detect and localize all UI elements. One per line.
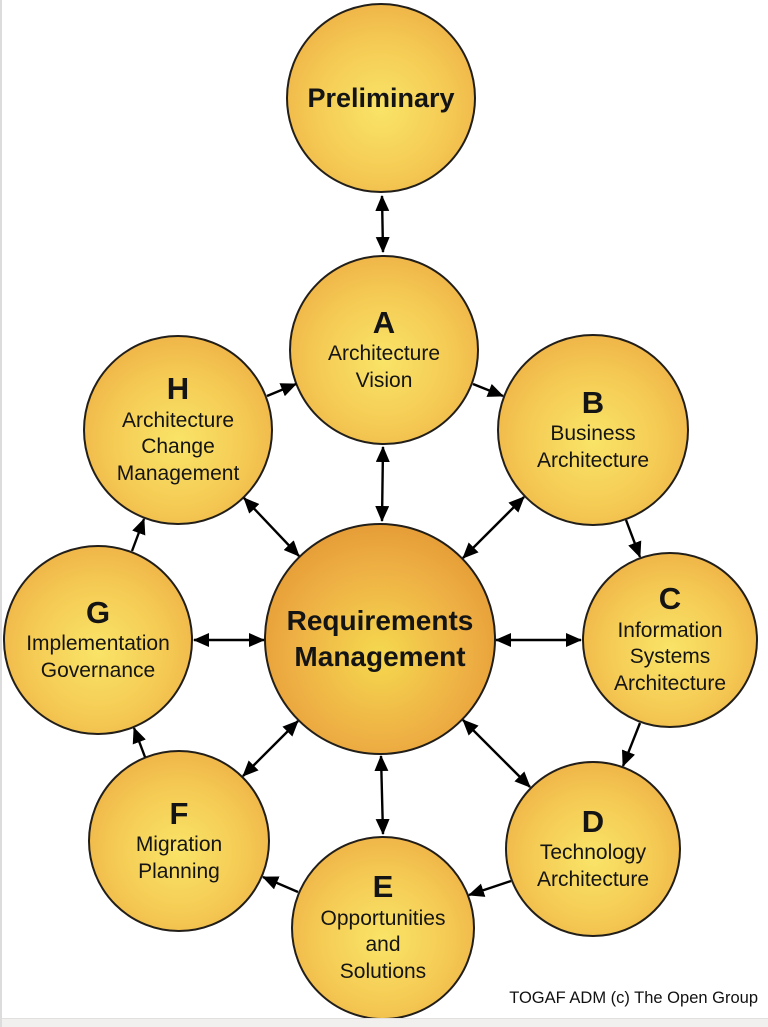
phase-name-d: Technology Architecture bbox=[536, 841, 650, 891]
phase-circle-c: C Information Systems Architecture bbox=[582, 552, 758, 728]
arrow-a-to-b bbox=[472, 382, 504, 398]
arrow-b-to-c bbox=[624, 519, 642, 558]
arrow-e-to-f bbox=[262, 875, 299, 894]
arrow-f-to-g bbox=[132, 727, 147, 758]
phase-name-c: Information Systems Architecture bbox=[613, 618, 727, 696]
phase-circle-d: D Technology Architecture bbox=[505, 761, 681, 937]
phase-letter-a: A bbox=[372, 304, 396, 340]
copyright-caption: TOGAF ADM (c) The Open Group bbox=[509, 989, 758, 1007]
arrow-hub-d bbox=[462, 719, 531, 788]
phase-label-requirements-management: Requirements Management bbox=[286, 604, 474, 672]
phase-name-f: Migration Planning bbox=[135, 833, 223, 883]
arrow-hub-f bbox=[242, 720, 299, 777]
arrow-hub-e bbox=[374, 755, 390, 835]
phase-circle-a: A Architecture Vision bbox=[289, 255, 479, 445]
phase-circle-e: E Opportunities and Solutions bbox=[291, 836, 475, 1020]
phase-circle-h: H Architecture Change Management bbox=[83, 335, 273, 525]
phase-name-a: Architecture Vision bbox=[327, 342, 441, 392]
phase-circle-requirements-management: Requirements Management bbox=[264, 523, 496, 755]
arrow-hub-h bbox=[243, 497, 300, 557]
phase-letter-c: C bbox=[658, 581, 682, 617]
phase-circle-b: B Business Architecture bbox=[497, 334, 689, 526]
arrow-preliminary-a bbox=[375, 195, 390, 253]
left-edge-line bbox=[0, 0, 2, 1027]
arrow-d-to-e bbox=[468, 879, 512, 897]
arrow-hub-a bbox=[375, 446, 390, 522]
phase-name-g: Implementation Governance bbox=[26, 632, 170, 682]
phase-circle-g: G Implementation Governance bbox=[3, 545, 193, 735]
phase-label-preliminary: Preliminary bbox=[307, 82, 455, 113]
phase-letter-d: D bbox=[581, 803, 605, 839]
phase-circle-f: F Migration Planning bbox=[88, 750, 270, 932]
phase-letter-h: H bbox=[166, 371, 190, 407]
phase-name-b: Business Architecture bbox=[536, 422, 650, 472]
bottom-edge-strip bbox=[0, 1018, 768, 1027]
arrow-h-to-a bbox=[266, 382, 297, 398]
phase-letter-e: E bbox=[372, 869, 394, 905]
phase-letter-g: G bbox=[85, 594, 111, 630]
phase-circle-preliminary: Preliminary bbox=[286, 3, 476, 193]
phase-name-h: Architecture Change Management bbox=[116, 408, 240, 486]
arrow-c-to-d bbox=[621, 722, 642, 767]
phase-name-e: Opportunities and Solutions bbox=[320, 906, 446, 984]
phase-letter-f: F bbox=[169, 795, 189, 831]
phase-letter-b: B bbox=[581, 384, 605, 420]
arrow-g-to-h bbox=[130, 518, 146, 552]
arrow-hub-b bbox=[462, 496, 525, 559]
